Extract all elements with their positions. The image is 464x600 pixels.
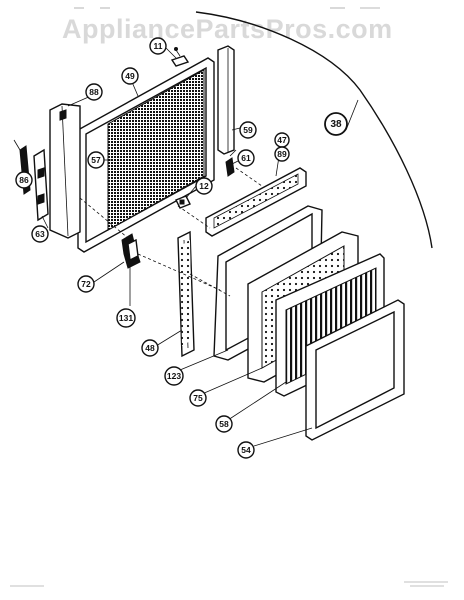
- side-rail-88: [49, 103, 81, 239]
- callout-49: 49: [121, 67, 139, 85]
- callout-75: 75: [189, 389, 207, 407]
- callout-38: 38: [324, 112, 348, 136]
- callout-57: 57: [87, 151, 105, 169]
- callout-label: 75: [193, 393, 203, 403]
- callout-label: 89: [277, 149, 287, 159]
- clip-11: [170, 55, 190, 67]
- callout-circle: [77, 275, 95, 293]
- callout-circle: [15, 171, 33, 189]
- callout-label: 47: [277, 135, 287, 145]
- callout-123: 123: [164, 366, 184, 386]
- latch-61: [225, 149, 237, 177]
- callout-89: 89: [274, 146, 290, 162]
- callout-label: 58: [219, 419, 229, 429]
- callout-59: 59: [239, 121, 257, 139]
- callout-label: 11: [154, 41, 163, 51]
- callout-label: 131: [119, 313, 133, 323]
- strip-48: [177, 230, 195, 358]
- callout-circle: [215, 415, 233, 433]
- callout-label: 61: [241, 153, 251, 163]
- callout-circle: [237, 149, 255, 167]
- callout-label: 59: [243, 125, 253, 135]
- callout-label: 57: [91, 155, 101, 165]
- callout-circle: [195, 177, 213, 195]
- callout-circle: [239, 121, 257, 139]
- alignment-lines: [79, 167, 263, 297]
- callout-circle: [121, 67, 139, 85]
- clip-12: [175, 195, 191, 209]
- watermark-text: AppliancePartsPros.com: [62, 14, 393, 44]
- callout-label: 123: [167, 371, 181, 381]
- bracket-72: [121, 233, 141, 269]
- callout-circle: [85, 83, 103, 101]
- callout-131: 131: [116, 308, 136, 328]
- screw-11: [174, 47, 181, 57]
- callout-label: 54: [241, 445, 251, 455]
- callout-layer: 11 49 88 59 47 89 61 57 86 12 63 72 131 48 123 75 58 54 38: [15, 37, 348, 459]
- callout-label: 72: [81, 279, 91, 289]
- footer-marks: [10, 581, 448, 587]
- callout-label: 86: [19, 175, 29, 185]
- callout-circle: [141, 339, 159, 357]
- callout-48: 48: [141, 339, 159, 357]
- callout-circle: [149, 37, 167, 55]
- callout-label: 49: [125, 71, 135, 81]
- callout-58: 58: [215, 415, 233, 433]
- callout-circle: [31, 225, 49, 243]
- bracket-63: [33, 148, 49, 222]
- callout-label: 63: [35, 229, 45, 239]
- callout-label: 48: [145, 343, 155, 353]
- callout-47: 47: [274, 132, 290, 148]
- callout-circle: [237, 441, 255, 459]
- callout-circle: [116, 308, 136, 328]
- callout-circle: [87, 151, 105, 169]
- filter-frame-49: [77, 57, 215, 253]
- callout-circle: [274, 146, 290, 162]
- callout-circle: [164, 366, 184, 386]
- filter-mesh-57: [107, 69, 205, 231]
- callout-circle: [324, 112, 348, 136]
- callout-88: 88: [85, 83, 103, 101]
- callout-12: 12: [195, 177, 213, 195]
- callout-label: 88: [89, 87, 99, 97]
- callout-72: 72: [77, 275, 95, 293]
- callout-11: 11: [149, 37, 167, 55]
- callout-54: 54: [237, 441, 255, 459]
- callout-63: 63: [31, 225, 49, 243]
- callout-label: 38: [330, 119, 342, 130]
- callout-circle: [189, 389, 207, 407]
- bracket-38: [195, 11, 433, 249]
- callout-61: 61: [237, 149, 255, 167]
- callout-label: 12: [199, 181, 209, 191]
- frame-54: [305, 299, 405, 441]
- grille-bar-89: [205, 167, 307, 237]
- right-rail-59: [217, 45, 235, 155]
- callout-86: 86: [15, 171, 33, 189]
